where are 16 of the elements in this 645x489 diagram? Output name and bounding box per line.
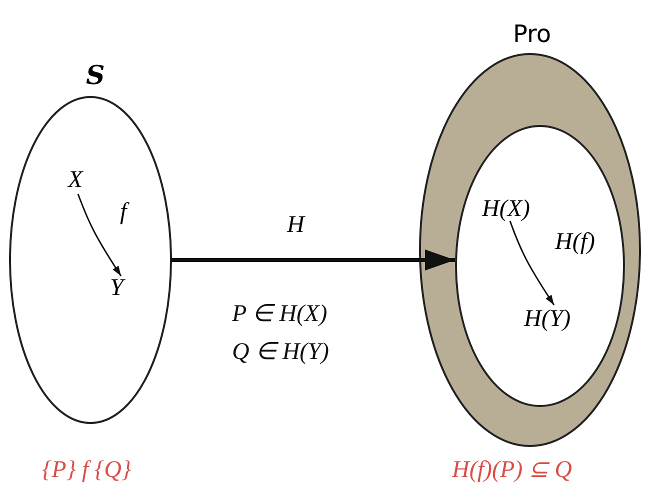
statement-text: Q ∈ H(Y) bbox=[232, 340, 329, 364]
object-label: X bbox=[68, 168, 92, 194]
formula-text: H(f)(P) ⊆ Q bbox=[452, 458, 572, 482]
set-heading: S bbox=[86, 63, 105, 89]
statement-text: P ∈ H(X) bbox=[232, 302, 328, 326]
set-heading: Pro bbox=[513, 22, 552, 46]
arrow bbox=[171, 250, 455, 270]
object-label: H(X) bbox=[482, 197, 546, 223]
edge-label: H(f) bbox=[554, 230, 596, 254]
arrow bbox=[509, 220, 555, 306]
arrow bbox=[77, 194, 122, 276]
edge-label: f bbox=[118, 200, 129, 224]
edge-label: H bbox=[286, 213, 306, 237]
formula-text: {P} f {Q} bbox=[42, 458, 132, 482]
object-label: H(Y) bbox=[524, 307, 588, 333]
object-label: Y bbox=[110, 276, 132, 302]
